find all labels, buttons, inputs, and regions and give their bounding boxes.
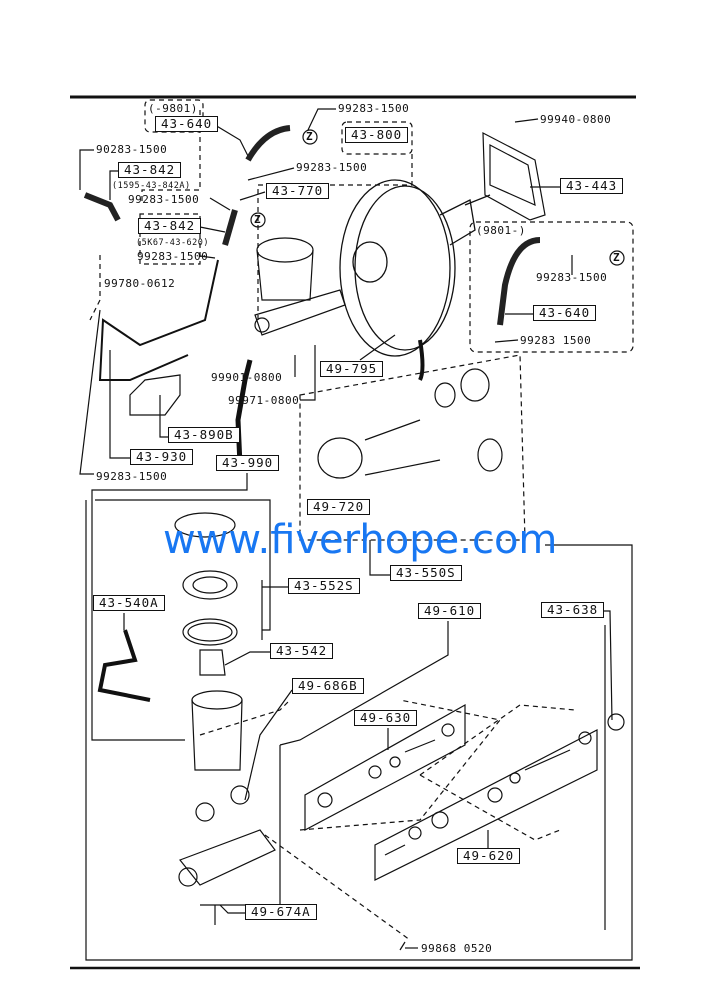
part-label: 99283-1500 — [96, 470, 168, 483]
z-marker-circles — [250, 129, 625, 266]
part-label: 99283-1500 — [536, 271, 608, 284]
leader-lines — [79, 108, 633, 961]
bracket-shape — [129, 374, 181, 416]
z-marker: Z — [306, 130, 314, 143]
part-box-43-640: 43-640 — [155, 116, 219, 132]
master-cylinder-shape — [254, 237, 346, 336]
part-box-43-443: 43-443 — [560, 178, 624, 194]
part-box-43-550s: 43-550S — [390, 565, 462, 581]
part-box-43-542: 43-542 — [270, 643, 334, 659]
part-box-49-795: 49-795 — [320, 361, 384, 377]
part-box-43-842: 43-842 — [118, 162, 182, 178]
part-label: 99283-1500 — [137, 250, 209, 263]
z-marker: Z — [254, 213, 262, 226]
part-label: 99283 1500 — [520, 334, 592, 347]
reservoir-shape — [174, 512, 406, 951]
part-box-43-890b: 43-890B — [168, 427, 240, 443]
part-box-49-630: 49-630 — [354, 710, 418, 726]
sensor-shape — [97, 629, 151, 702]
part-box-43-770: 43-770 — [266, 183, 330, 199]
z-marker: Z — [613, 251, 621, 264]
booster-kit-shape — [317, 368, 503, 479]
part-box-43-842: 43-842 — [138, 218, 202, 234]
part-label: 99283-1500 — [128, 193, 200, 206]
range-label-late: (9801-) — [476, 224, 526, 237]
part-label: 99940-0800 — [540, 113, 612, 126]
part-label: 99868 0520 — [421, 942, 493, 955]
part-label: 99283-1500 — [338, 102, 410, 115]
part-label: 99901-0800 — [211, 371, 283, 384]
hoses — [83, 125, 541, 326]
part-box-43-930: 43-930 — [130, 449, 194, 465]
part-label: 99780-0612 — [104, 277, 176, 290]
part-box-43-800: 43-800 — [345, 127, 409, 143]
brake-booster-shape — [339, 179, 491, 381]
part-box-49-686b: 49-686B — [292, 678, 364, 694]
part-box-49-720: 49-720 — [307, 499, 371, 515]
part-label: 99283-1500 — [296, 161, 368, 174]
snap-ring-shape — [607, 713, 625, 731]
part-box-43-552s: 43-552S — [288, 578, 360, 594]
part-label: 90283-1500 — [96, 143, 168, 156]
part-box-49-610: 49-610 — [418, 603, 482, 619]
part-box-49-674a: 49-674A — [245, 904, 317, 920]
part-label: 99971-0800 — [228, 394, 300, 407]
part-box-43-638: 43-638 — [541, 602, 605, 618]
part-box-49-620: 49-620 — [457, 848, 521, 864]
range-label-early: (-9801) — [148, 102, 198, 115]
part-box-43-640: 43-640 — [533, 305, 597, 321]
gasket-shape — [482, 131, 546, 221]
part-box-43-990: 43-990 — [216, 455, 280, 471]
kit-parts — [317, 723, 592, 856]
part-note: (1595-43-842A) — [112, 181, 191, 191]
part-box-43-540a: 43-540A — [93, 595, 165, 611]
kit-49-620-frame — [374, 729, 598, 881]
kit-49-630-frame — [304, 703, 466, 831]
watermark: www.fiverhope.com — [163, 517, 558, 563]
part-note: (5K67-43-620) — [136, 238, 210, 248]
